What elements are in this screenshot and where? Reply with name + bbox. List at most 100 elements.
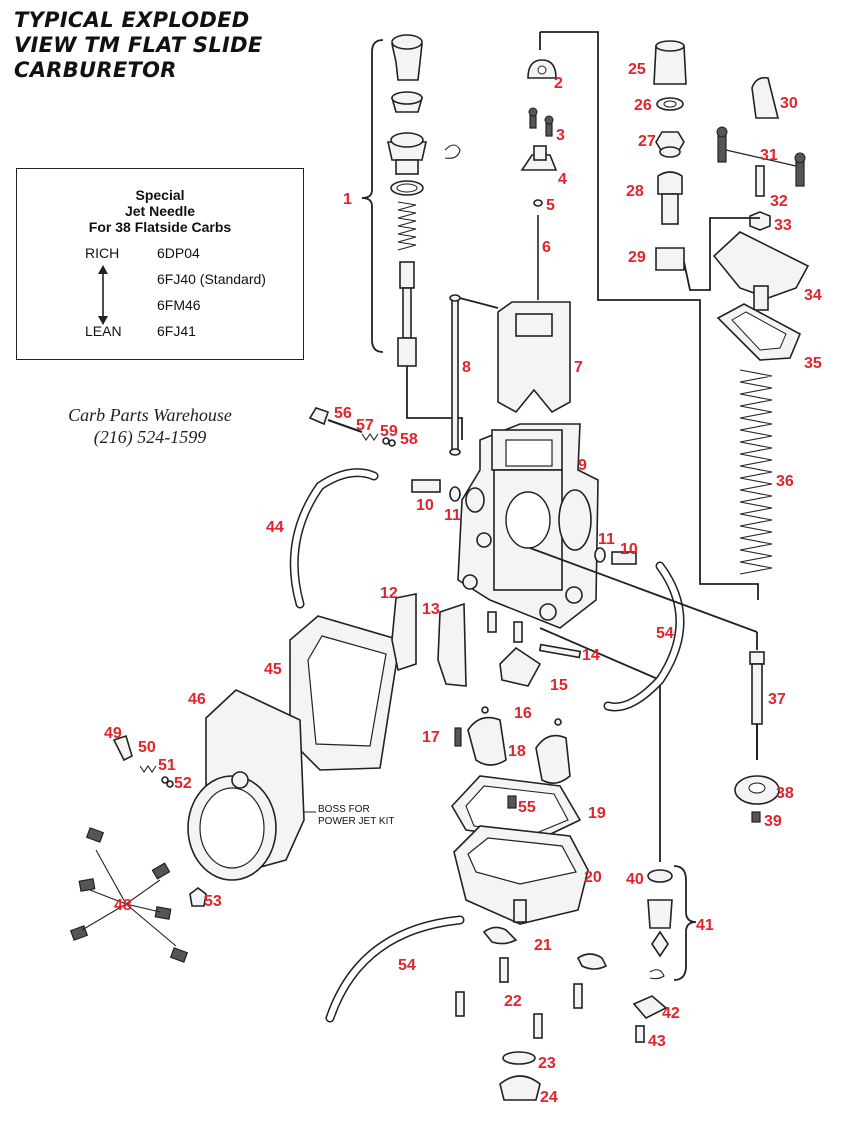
table-heading-1: Special	[135, 187, 185, 203]
leader-line	[406, 366, 463, 440]
title-line-2: VIEW TM FLAT SLIDE	[14, 33, 263, 57]
label-24: 24	[540, 1089, 558, 1106]
power-jet-41	[647, 899, 673, 929]
gasket	[289, 615, 401, 771]
o-ring-40	[647, 869, 673, 883]
needle-value-4: 6FJ41	[157, 323, 196, 339]
mount-screws	[69, 827, 189, 963]
label-46: 46	[188, 691, 206, 708]
label-12: 12	[380, 585, 398, 602]
jet-39	[751, 811, 761, 823]
clip-15	[499, 646, 542, 687]
label-56: 56	[334, 405, 352, 422]
label-25: 25	[628, 61, 646, 78]
label-8: 8	[462, 359, 471, 376]
label-10-left: 10	[416, 497, 434, 514]
label-31: 31	[760, 147, 778, 164]
label-34: 34	[804, 287, 822, 304]
boss-note-line-1: BOSS FOR	[318, 804, 370, 815]
label-44: 44	[266, 519, 284, 536]
label-5: 5	[546, 197, 555, 214]
needle-value-2: 6FJ40 (Standard)	[157, 271, 266, 287]
lean-label: LEAN	[85, 323, 122, 339]
contact-phone: (216) 524-1599	[93, 427, 207, 447]
needle-value-3: 6FM46	[157, 297, 201, 313]
title-line-1: TYPICAL EXPLODED	[14, 8, 250, 32]
table-heading-2: Jet Needle	[124, 203, 196, 219]
screw-43	[635, 1025, 645, 1043]
label-13: 13	[422, 601, 440, 618]
top-cap-parts	[653, 40, 806, 271]
label-49: 49	[104, 725, 122, 742]
label-53: 53	[204, 893, 222, 910]
block-13	[437, 602, 467, 687]
slide-plate-parts	[520, 59, 558, 300]
label-9: 9	[578, 457, 587, 474]
diagram-title: TYPICAL EXPLODED VIEW TM FLAT SLIDE CARB…	[14, 8, 314, 83]
slide-spring	[739, 369, 773, 575]
vent-hose-lower	[325, 915, 465, 1023]
vent-hose	[289, 468, 379, 609]
title-line-3: CARBURETOR	[14, 58, 177, 82]
label-41: 41	[696, 917, 714, 934]
block-12	[391, 593, 417, 672]
label-19: 19	[588, 805, 606, 822]
plate-34	[712, 231, 810, 299]
label-3: 3	[556, 127, 565, 144]
needle-value-1: 6DP04	[157, 245, 200, 261]
label-29: 29	[628, 249, 646, 266]
label-43: 43	[648, 1033, 666, 1050]
label-27: 27	[638, 133, 656, 150]
label-26: 26	[634, 97, 652, 114]
label-48: 48	[114, 897, 132, 914]
label-35: 35	[804, 355, 822, 372]
label-11-left: 11	[444, 507, 461, 524]
table-heading-3: For 38 Flatside Carbs	[88, 219, 232, 235]
contact-info: Carb Parts Warehouse (216) 524-1599	[30, 404, 270, 448]
label-28: 28	[626, 183, 644, 200]
gasket-21b	[576, 953, 608, 970]
label-32: 32	[770, 193, 788, 210]
label-37: 37	[768, 691, 786, 708]
label-39: 39	[764, 813, 782, 830]
pin-14	[538, 643, 582, 659]
drain-plug-24	[499, 1075, 541, 1101]
label-38: 38	[776, 785, 794, 802]
label-40: 40	[626, 871, 644, 888]
boss-note-line-2: POWER JET KIT	[318, 816, 395, 827]
bowl-screws	[455, 957, 583, 1039]
label-6: 6	[542, 239, 551, 256]
bracket-42	[632, 995, 668, 1019]
label-20: 20	[584, 869, 602, 886]
rich-lean-arrow-icon	[98, 265, 108, 325]
label-36: 36	[776, 473, 794, 490]
fuel-screw-left	[411, 479, 461, 502]
leader-line	[539, 31, 759, 600]
label-1: 1	[343, 191, 352, 208]
label-54-right: 54	[656, 625, 674, 642]
bracket-1	[361, 39, 384, 353]
idle-screw	[449, 294, 461, 456]
jet-needle-table: Special Jet Needle For 38 Flatside Carbs…	[16, 168, 304, 360]
label-30: 30	[780, 95, 798, 112]
throttle-cap-assembly	[387, 34, 461, 367]
o-ring-23	[502, 1051, 536, 1065]
label-23: 23	[538, 1055, 556, 1072]
label-2: 2	[554, 75, 563, 92]
label-22: 22	[504, 993, 522, 1010]
label-57: 57	[356, 417, 374, 434]
label-58: 58	[400, 431, 418, 448]
label-45: 45	[264, 661, 282, 678]
contact-name: Carb Parts Warehouse	[68, 405, 232, 425]
float-bowl	[453, 825, 589, 925]
label-54-lower: 54	[398, 957, 416, 974]
label-11-right: 11	[598, 531, 615, 548]
rich-label: RICH	[85, 245, 120, 261]
label-52: 52	[174, 775, 192, 792]
label-15: 15	[550, 677, 568, 694]
label-14: 14	[582, 647, 600, 664]
bowl-gasket	[451, 775, 582, 841]
label-51: 51	[158, 757, 176, 774]
label-42: 42	[662, 1005, 680, 1022]
